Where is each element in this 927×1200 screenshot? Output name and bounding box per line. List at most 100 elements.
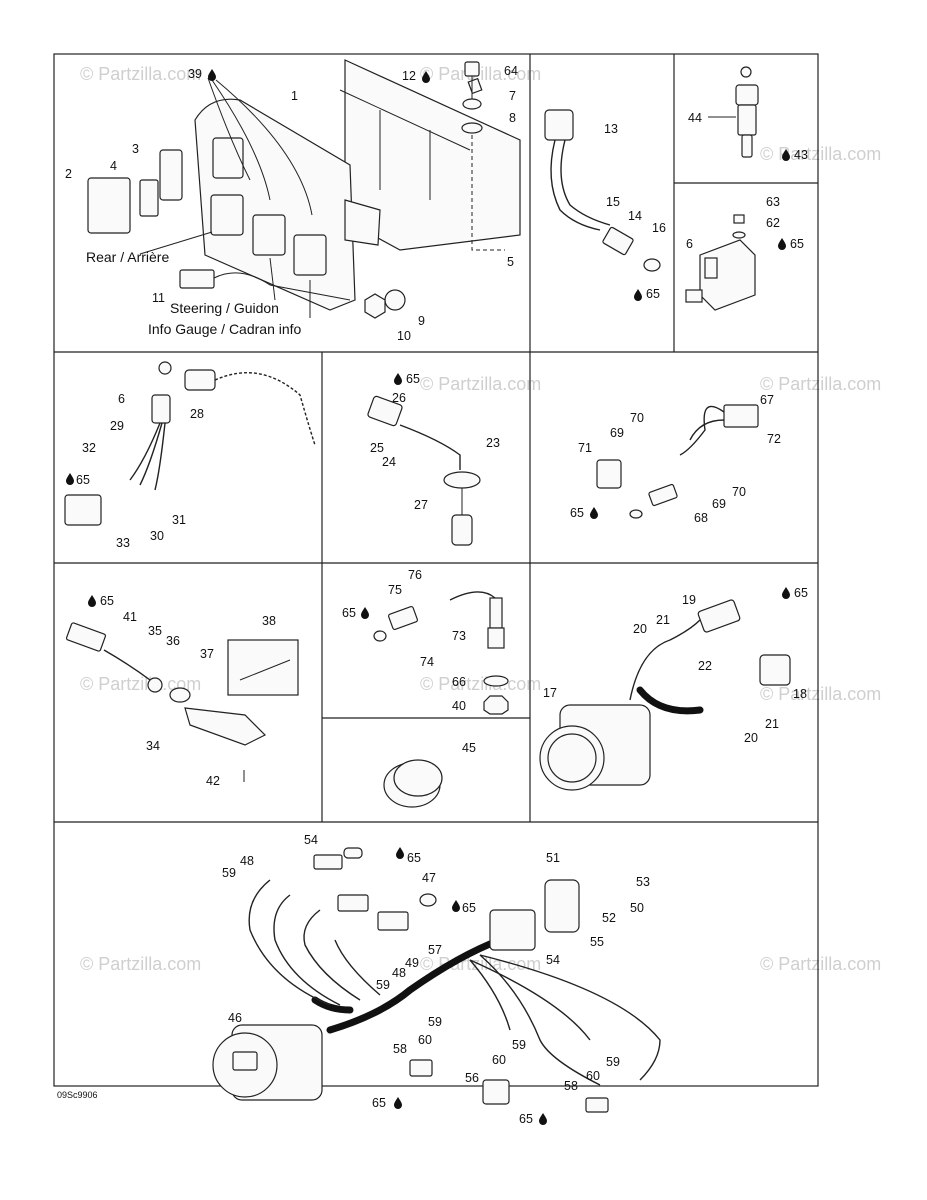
callout-37: 37 [200, 647, 214, 661]
cap [184, 369, 216, 391]
seal-cap [643, 258, 661, 272]
connector [377, 911, 409, 931]
connector [337, 894, 369, 912]
callout-52: 52 [602, 911, 616, 925]
callout-65: 65 [406, 372, 420, 386]
callout-66: 66 [452, 675, 466, 689]
ecm-connector-info-gauge [293, 234, 327, 276]
callout-8: 8 [509, 111, 516, 125]
callout-53: 53 [636, 875, 650, 889]
ecm-connector-top [212, 137, 244, 179]
watermarks: © Partzilla.com © Partzilla.com © Partzi… [80, 64, 881, 974]
callout-74: 74 [420, 655, 434, 669]
sealant-icon [66, 473, 74, 485]
watermark: © Partzilla.com [80, 64, 201, 84]
callout-65: 65 [519, 1112, 533, 1126]
callout-60: 60 [492, 1053, 506, 1067]
callout-35: 35 [148, 624, 162, 638]
callout-65: 65 [100, 594, 114, 608]
callout-75: 75 [388, 583, 402, 597]
nut [733, 214, 745, 224]
callout-71: 71 [578, 441, 592, 455]
callout-65: 65 [794, 586, 808, 600]
relay [723, 404, 759, 428]
callout-58: 58 [564, 1079, 578, 1093]
connector [367, 395, 403, 427]
callout-58: 58 [393, 1042, 407, 1056]
callout-59: 59 [428, 1015, 442, 1029]
washer [732, 231, 746, 239]
callout-2: 2 [65, 167, 72, 181]
callout-27: 27 [414, 498, 428, 512]
panel-sensor-73: 76 75 65 73 74 66 40 [342, 568, 509, 715]
caption-info-gauge: Info Gauge / Cadran info [148, 321, 302, 337]
callout-51: 51 [546, 851, 560, 865]
callout-50: 50 [630, 901, 644, 915]
callout-55: 55 [590, 935, 604, 949]
connector [65, 622, 107, 652]
lock-washer [462, 98, 482, 110]
callout-13: 13 [604, 122, 618, 136]
connector [64, 494, 102, 526]
callout-45: 45 [462, 741, 476, 755]
callout-39: 39 [188, 67, 202, 81]
callout-68: 68 [694, 511, 708, 525]
callout-26: 26 [392, 391, 406, 405]
callout-24: 24 [382, 455, 396, 469]
watermark: © Partzilla.com [420, 674, 541, 694]
callout-67: 67 [760, 393, 774, 407]
plug-cap [179, 269, 215, 289]
ecm-connector-rear [210, 194, 244, 236]
callout-5: 5 [507, 255, 514, 269]
callout-30: 30 [150, 529, 164, 543]
flat-washer [461, 122, 483, 134]
callout-6: 6 [686, 237, 693, 251]
sealant-icon [782, 587, 790, 599]
callout-34: 34 [146, 739, 160, 753]
callout-60: 60 [418, 1033, 432, 1047]
callout-65: 65 [342, 606, 356, 620]
panel-throttle-sensor: 65 41 35 36 37 38 34 42 [65, 594, 299, 788]
callout-65: 65 [462, 901, 476, 915]
panel-solenoid: 63 62 6 65 [685, 195, 804, 311]
sealant-icon [208, 69, 216, 81]
connector [759, 654, 791, 686]
callout-31: 31 [172, 513, 186, 527]
callout-22: 22 [698, 659, 712, 673]
watermark: © Partzilla.com [420, 374, 541, 394]
callout-20: 20 [744, 731, 758, 745]
outer-frame [53, 53, 819, 1087]
callout-59: 59 [222, 866, 236, 880]
panel-ecm-module: Rear / Arrière Steering / Guidon Info Ga… [65, 59, 521, 343]
washer [384, 289, 406, 311]
callout-12: 12 [402, 69, 416, 83]
panel-sensor-13: 13 15 14 16 65 [544, 109, 666, 301]
sealant-icon [396, 847, 404, 859]
panel-float-sender: 65 26 25 24 23 27 [367, 372, 500, 546]
callout-48: 48 [392, 966, 406, 980]
callout-17: 17 [543, 686, 557, 700]
diagram-code: 09Sc9906 [57, 1090, 98, 1100]
callout-47: 47 [422, 871, 436, 885]
panel-main-harness: 54 65 48 59 47 65 57 49 48 59 51 53 50 5… [212, 833, 661, 1126]
callout-44: 44 [688, 111, 702, 125]
callout-9: 9 [418, 314, 425, 328]
callout-28: 28 [190, 407, 204, 421]
callout-48: 48 [240, 854, 254, 868]
connector [602, 226, 634, 256]
callout-49: 49 [405, 956, 419, 970]
watermark: © Partzilla.com [760, 684, 881, 704]
callout-72: 72 [767, 432, 781, 446]
callout-11: 11 [152, 291, 165, 305]
callout-3: 3 [132, 142, 139, 156]
callout-43: 43 [794, 148, 808, 162]
connector [409, 1059, 433, 1077]
caption-rear: Rear / Arrière [86, 249, 169, 265]
callout-54: 54 [304, 833, 318, 847]
callout-10: 10 [397, 329, 411, 343]
sealant-icon [778, 238, 786, 250]
flange [443, 471, 481, 489]
callout-46: 46 [228, 1011, 242, 1025]
connector [482, 1079, 510, 1105]
